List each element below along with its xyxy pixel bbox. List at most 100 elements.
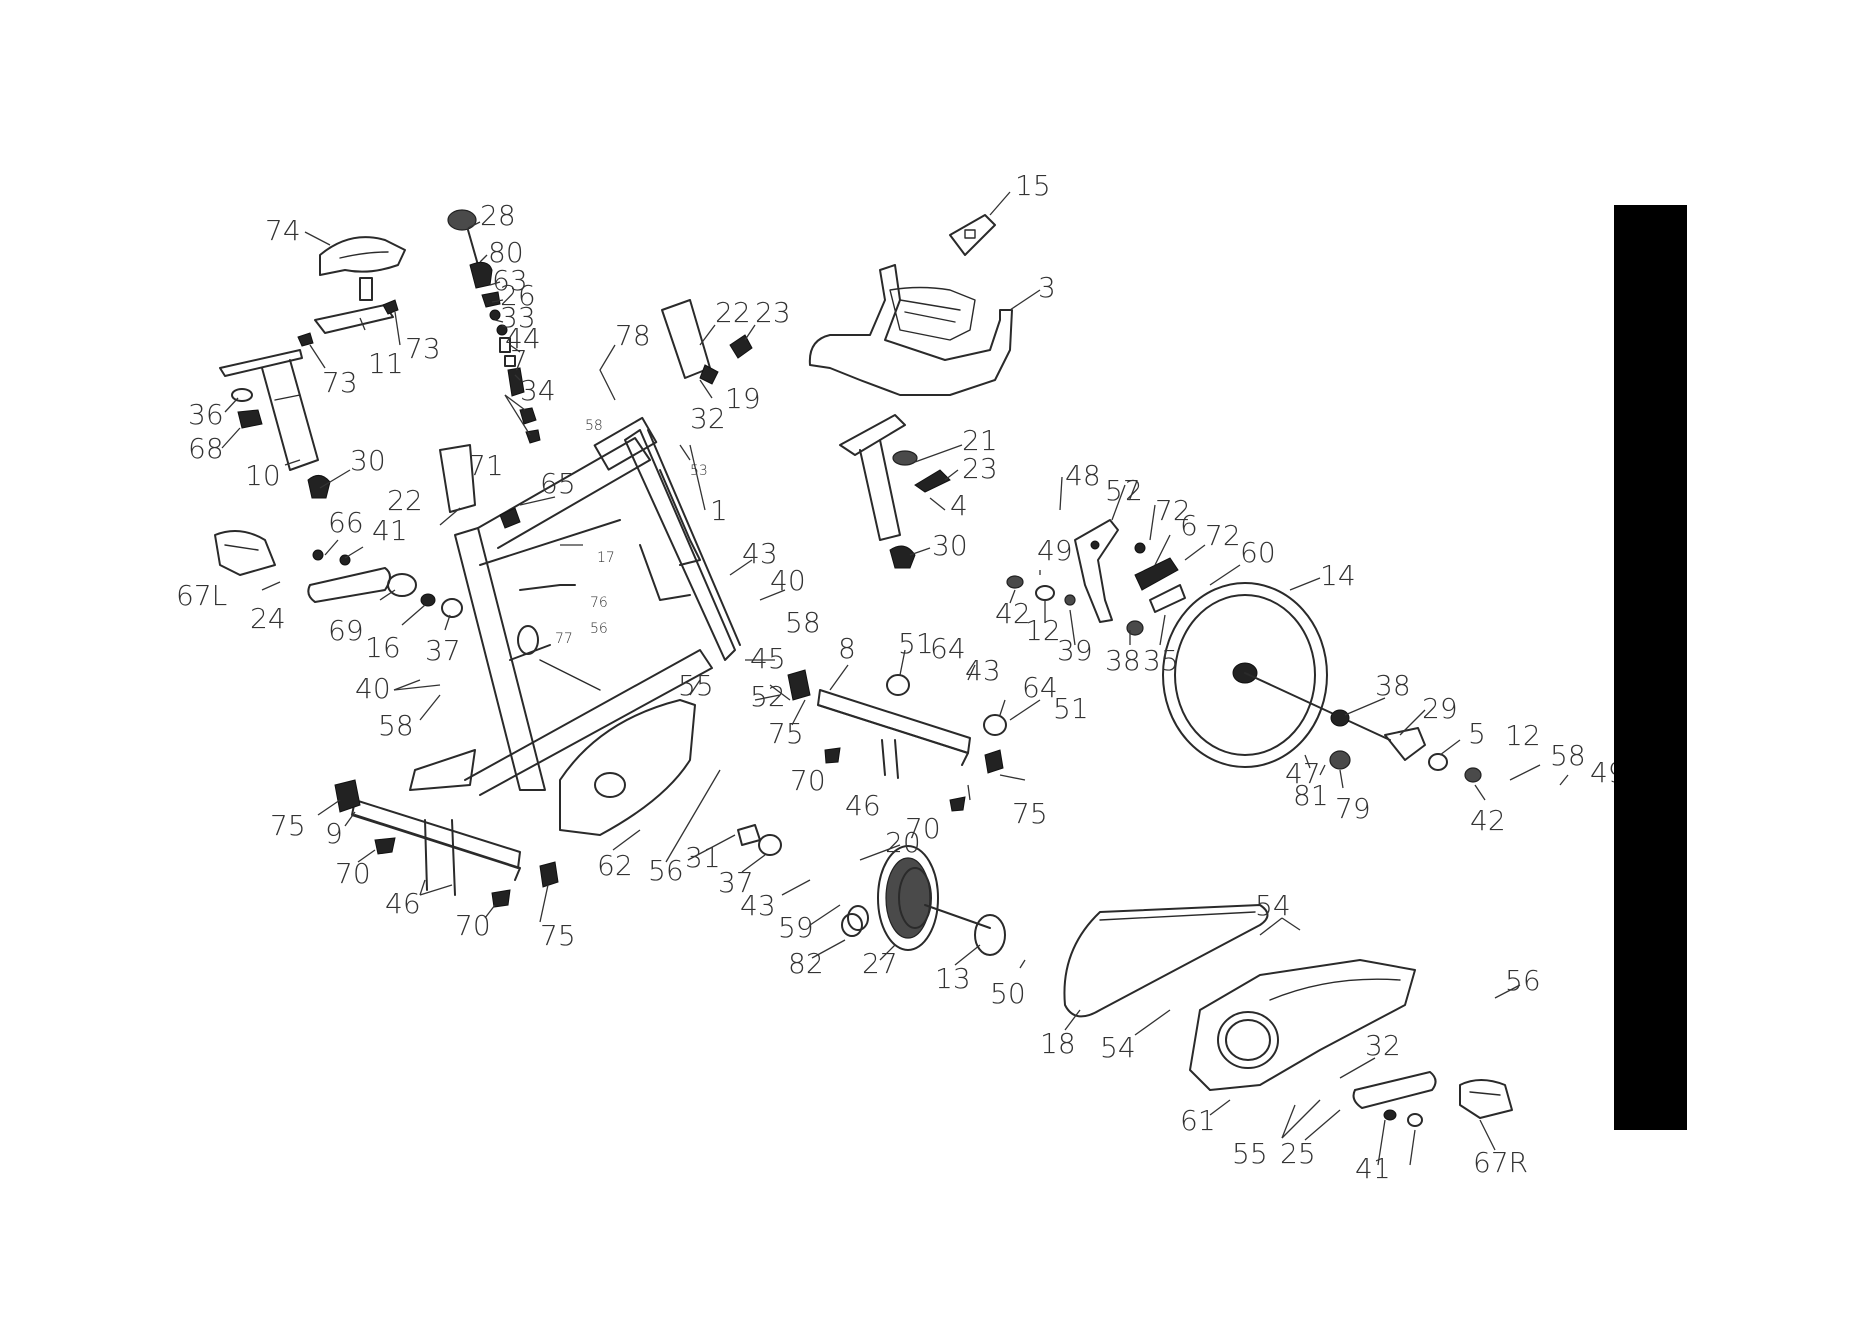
part-label: 62 [597,849,633,882]
part-label: 19 [725,382,761,415]
part-label: 30 [350,444,386,477]
part-label: 73 [405,332,441,365]
part-label: 43 [742,537,778,570]
part-label: 21 [962,424,998,457]
frame-part [409,416,741,796]
part-label: 3 [1038,271,1056,304]
part-label: 25 [1280,1137,1316,1170]
part-label: 24 [250,602,286,635]
part-label: 32 [690,402,726,435]
part-label: 68 [188,432,224,465]
part-label: 9 [325,817,343,850]
part-label: 18 [1040,1027,1076,1060]
leader-lines [221,191,1569,1166]
part-label: 34 [520,374,556,407]
tension-knob-part [447,209,541,444]
part-label: 72 [1155,494,1191,527]
part-label: 64 [930,632,966,665]
part-label: 23 [962,452,998,485]
part-label: 16 [365,631,401,664]
part-label: 37 [425,634,461,667]
handlebar-part [661,214,1013,569]
part-label: 45 [750,642,786,675]
part-label: 69 [328,614,364,647]
part-labels: 15 74 28 80 63 26 33 44 7 34 71 73 73 11… [176,169,1626,1185]
part-label: 13 [935,962,971,995]
part-label: 12 [1505,719,1541,752]
seat-part [219,236,406,499]
part-label: 63 [492,264,528,297]
part-label: 70 [455,909,491,942]
part-label: 11 [368,347,404,380]
part-label: 75 [540,919,576,952]
part-label: 76 [590,595,608,611]
part-label: 23 [755,296,791,329]
part-label: 41 [372,514,408,547]
part-label: 73 [322,366,358,399]
part-label: 43 [740,889,776,922]
part-label: 78 [615,319,651,352]
part-label: 70 [790,764,826,797]
part-label: 51 [898,627,934,660]
part-label: 29 [1422,692,1458,725]
part-label: 37 [718,866,754,899]
part-label: 5 [1468,717,1486,750]
part-label: 22 [715,296,751,329]
part-label: 44 [505,322,541,355]
part-label: 70 [905,812,941,845]
part-label: 70 [335,857,371,890]
part-label: 33 [500,301,536,334]
part-label: 12 [1025,614,1061,647]
part-label: 48 [1065,459,1101,492]
part-label: 80 [488,236,524,269]
part-label: 59 [778,911,814,944]
part-label: 56 [1505,964,1541,997]
part-label: 75 [1012,797,1048,830]
part-label: 61 [1180,1104,1216,1137]
part-label: 20 [885,826,921,859]
part-label: 28 [480,199,516,232]
part-label: 47 [1285,757,1321,790]
part-label: 42 [1470,804,1506,837]
part-label: 51 [1053,692,1089,725]
part-label: 52 [750,680,786,713]
part-label: 75 [768,717,804,750]
part-label: 67L [176,579,227,612]
flywheel-part [1006,519,1482,783]
part-label: 56 [590,621,608,637]
part-label: 27 [862,947,898,980]
part-label: 54 [1255,889,1291,922]
part-label: 60 [1240,536,1276,569]
part-label: 1 [710,494,728,527]
part-label: 41 [1355,1152,1391,1185]
part-label: 72 [1205,519,1241,552]
part-label: 36 [188,398,224,431]
part-label: 64 [1022,671,1058,704]
part-label: 15 [1015,169,1051,202]
edge-tab [1614,205,1687,1130]
part-label: 35 [1143,644,1179,677]
part-label: 67R [1473,1146,1528,1179]
part-label: 58 [378,709,414,742]
part-label: 55 [1232,1137,1268,1170]
part-label: 65 [540,467,576,500]
part-label: 58 [1550,739,1586,772]
part-label: 54 [1100,1031,1136,1064]
part-label: 38 [1375,669,1411,702]
part-label: 75 [270,809,306,842]
part-label: 38 [1105,644,1141,677]
part-label: 56 [648,854,684,887]
part-label: 74 [265,214,301,247]
part-label: 71 [468,449,504,482]
part-label: 46 [385,887,421,920]
part-label: 7 [510,344,528,377]
part-label: 2 [1125,474,1143,507]
part-label: 55 [678,669,714,702]
part-label: 22 [387,484,423,517]
drive-part [841,845,1513,1127]
part-label: 50 [990,977,1026,1010]
part-label: 10 [245,459,281,492]
part-label: 40 [355,672,391,705]
part-label: 26 [500,279,536,312]
